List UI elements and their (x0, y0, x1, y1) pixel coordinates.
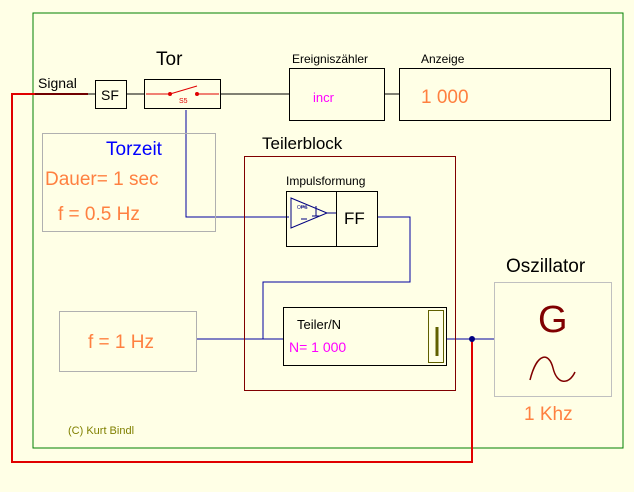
display-value: 1 000 (421, 87, 469, 108)
divider-block (244, 156, 456, 391)
divider-n-value: N= 1 000 (289, 339, 347, 355)
counter-block: incr (289, 68, 385, 121)
sf-block: SF (95, 80, 127, 109)
gate-time-block: Torzeit Dauer= 1 sec f = 0.5 Hz (42, 133, 216, 232)
counter-value: incr (313, 90, 334, 105)
outer-frame (32, 12, 624, 449)
tor-block: S5 (144, 79, 221, 109)
switch-label: S5 (179, 98, 188, 105)
flipflop-block: FF (336, 191, 378, 247)
oscillator-title: Oszillator (506, 256, 586, 277)
gate-time-duration: Dauer= 1 sec (45, 169, 159, 190)
pulse-shaping-title: Impulsformung (286, 174, 366, 188)
junction-dot (469, 336, 475, 342)
divider-n-title: Teiler/N (297, 317, 342, 332)
sf-label: SF (101, 87, 119, 103)
copyright-text: (C) Kurt Bindl (68, 425, 135, 437)
comparator-label: OPS (297, 205, 308, 211)
gate-time-frequency: f = 0.5 Hz (58, 204, 140, 225)
comparator-symbol (290, 197, 329, 229)
signal-label: Signal (38, 75, 77, 91)
divider-output-block (428, 310, 444, 363)
gate-control-wire (185, 110, 289, 218)
oscillator-frequency: 1 Khz (524, 404, 573, 425)
switch-s5 (146, 85, 219, 96)
gate-time-title: Torzeit (106, 139, 162, 160)
display-title: Anzeige (421, 52, 465, 66)
divider-block-title: Teilerblock (262, 134, 343, 153)
display-block: 1 000 (399, 68, 611, 121)
flipflop-label: FF (344, 209, 365, 228)
tor-title: Tor (156, 49, 183, 70)
input-freq-block: f = 1 Hz (59, 311, 197, 372)
oscillator-symbol: G (538, 299, 568, 341)
input-freq-label: f = 1 Hz (88, 332, 154, 353)
sine-wave-icon (529, 356, 576, 382)
oscillator-block: G (494, 282, 612, 397)
counter-title: Ereigniszähler (292, 52, 369, 66)
comparator-block: OPS (286, 191, 337, 247)
divider-n-block: Teiler/N N= 1 000 (283, 307, 447, 366)
